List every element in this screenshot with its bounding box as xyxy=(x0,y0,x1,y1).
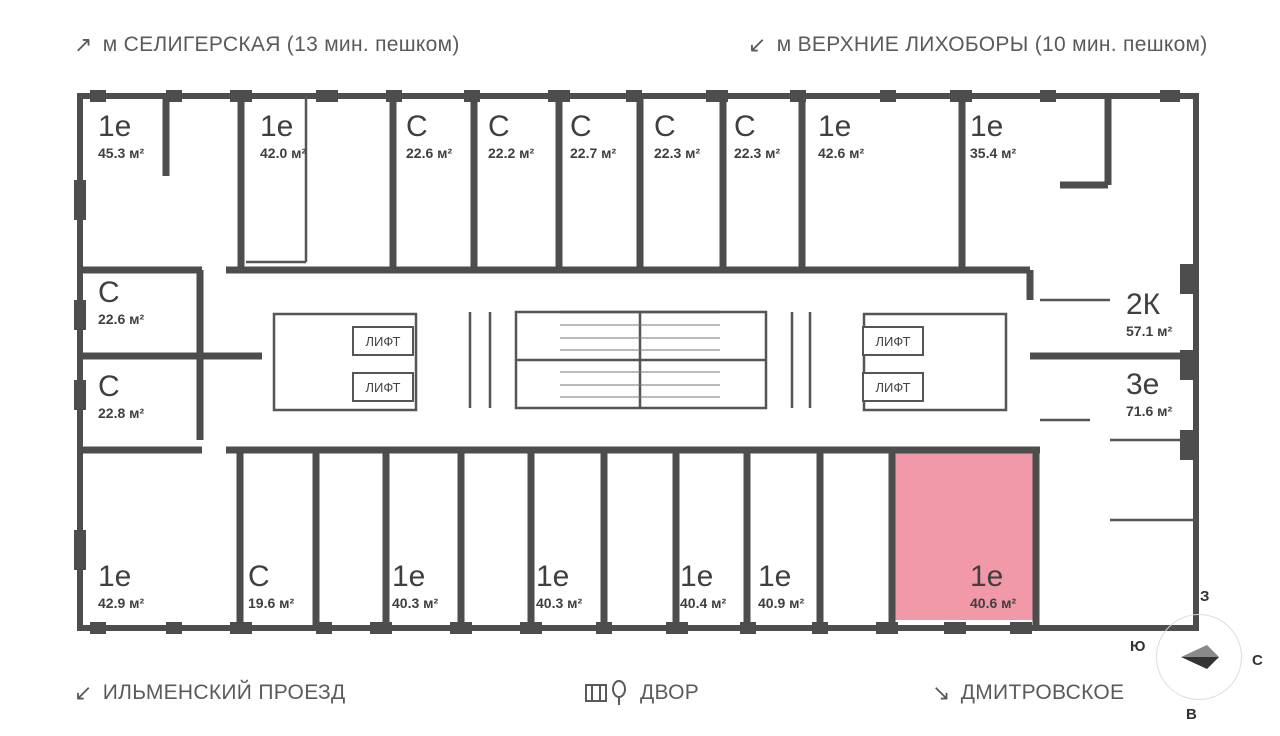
caption-bottom-left: ↙ ИЛЬМЕНСКИЙ ПРОЕЗД xyxy=(74,680,346,706)
unit-area: 45.3 м² xyxy=(98,145,145,161)
compass-north: З xyxy=(1200,588,1210,605)
unit-type: 1е xyxy=(818,110,852,143)
unit-type: 1е xyxy=(758,560,792,593)
arrow-northeast-icon: ↗ xyxy=(74,32,93,57)
unit-area: 40.3 м² xyxy=(536,595,583,611)
unit-type: С xyxy=(654,110,676,143)
unit-label: 1е 40.4 м² xyxy=(680,560,727,611)
unit-label: С 22.3 м² xyxy=(734,110,781,161)
highlighted-unit-label[interactable]: 1е 40.6 м² xyxy=(970,560,1017,611)
unit-type: 1е xyxy=(680,560,714,593)
unit-label: С 22.6 м² xyxy=(406,110,453,161)
unit-area: 22.8 м² xyxy=(98,405,145,421)
unit-area: 22.2 м² xyxy=(488,145,535,161)
unit-type: С xyxy=(570,110,592,143)
unit-label: 3е 71.6 м² xyxy=(1126,368,1173,419)
highlighted-unit-fill xyxy=(894,450,1034,620)
unit-area: 22.6 м² xyxy=(406,145,453,161)
unit-type: С xyxy=(248,560,270,593)
caption-text: м ВЕРХНИЕ ЛИХОБОРЫ (10 мин. пешком) xyxy=(776,33,1208,56)
unit-area: 22.7 м² xyxy=(570,145,617,161)
unit-type: 1е xyxy=(970,560,1004,593)
unit-type: С xyxy=(406,110,428,143)
unit-type: 1е xyxy=(392,560,426,593)
unit-label: С 19.6 м² xyxy=(248,560,295,611)
unit-label: С 22.7 м² xyxy=(570,110,617,161)
unit-area: 35.4 м² xyxy=(970,145,1017,161)
unit-area: 40.4 м² xyxy=(680,595,727,611)
caption-top-left: ↗ м СЕЛИГЕРСКАЯ (13 мин. пешком) xyxy=(74,32,460,58)
unit-label: С 22.2 м² xyxy=(488,110,535,161)
lift: ЛИФТ xyxy=(862,372,924,402)
caption-text: м СЕЛИГЕРСКАЯ (13 мин. пешком) xyxy=(102,33,460,56)
unit-area: 40.3 м² xyxy=(392,595,439,611)
unit-type: 1е xyxy=(260,110,294,143)
unit-label: 1е 42.6 м² xyxy=(818,110,865,161)
compass-west: Ю xyxy=(1130,638,1146,655)
unit-type: 1е xyxy=(536,560,570,593)
unit-type: 1е xyxy=(970,110,1004,143)
unit-area: 40.9 м² xyxy=(758,595,805,611)
unit-label: С 22.3 м² xyxy=(654,110,701,161)
caption-text: ДВОР xyxy=(640,681,700,704)
unit-type: 1е xyxy=(98,110,132,143)
unit-label: 1е 45.3 м² xyxy=(98,110,145,161)
unit-label: 1е 35.4 м² xyxy=(970,110,1017,161)
unit-type: С xyxy=(98,370,120,403)
unit-area: 42.0 м² xyxy=(260,145,307,161)
compass-south: В xyxy=(1186,706,1197,723)
lift: ЛИФТ xyxy=(352,326,414,356)
unit-area: 42.9 м² xyxy=(98,595,145,611)
unit-label: 1е 42.9 м² xyxy=(98,560,145,611)
unit-area: 71.6 м² xyxy=(1126,403,1173,419)
arrow-southeast-icon: ↘ xyxy=(932,680,951,705)
compass-arrow-icon xyxy=(1181,645,1219,669)
arrow-southwest-icon: ↙ xyxy=(74,680,93,705)
compass xyxy=(1156,614,1242,700)
unit-label: С 22.8 м² xyxy=(98,370,145,421)
unit-area: 40.6 м² xyxy=(970,595,1017,611)
caption-bottom-center: ДВОР xyxy=(584,680,699,706)
lift: ЛИФТ xyxy=(862,326,924,356)
unit-area: 57.1 м² xyxy=(1126,323,1173,339)
unit-type: С xyxy=(488,110,510,143)
unit-area: 22.3 м² xyxy=(654,145,701,161)
playground-icon xyxy=(585,680,626,705)
caption-text: ДМИТРОВСКОЕ xyxy=(960,681,1125,704)
unit-area: 19.6 м² xyxy=(248,595,295,611)
arrow-southwest-icon: ↙ xyxy=(748,32,767,57)
unit-area: 22.6 м² xyxy=(98,311,145,327)
unit-label: 1е 40.3 м² xyxy=(536,560,583,611)
unit-label: 1е 42.0 м² xyxy=(260,110,307,161)
unit-type: С xyxy=(98,276,120,309)
lift: ЛИФТ xyxy=(352,372,414,402)
caption-text: ИЛЬМЕНСКИЙ ПРОЕЗД xyxy=(102,681,346,704)
caption-top-right: ↙ м ВЕРХНИЕ ЛИХОБОРЫ (10 мин. пешком) xyxy=(748,32,1208,58)
unit-label: 2К 57.1 м² xyxy=(1126,288,1173,339)
compass-east: С xyxy=(1252,652,1263,669)
caption-bottom-right: ↘ ДМИТРОВСКОЕ xyxy=(932,680,1124,706)
unit-type: 1е xyxy=(98,560,132,593)
unit-type: 3е xyxy=(1126,368,1160,401)
unit-area: 42.6 м² xyxy=(818,145,865,161)
unit-type: 2К xyxy=(1126,288,1161,321)
unit-label: С 22.6 м² xyxy=(98,276,145,327)
unit-type: С xyxy=(734,110,756,143)
unit-label: 1е 40.3 м² xyxy=(392,560,439,611)
unit-area: 22.3 м² xyxy=(734,145,781,161)
unit-label: 1е 40.9 м² xyxy=(758,560,805,611)
